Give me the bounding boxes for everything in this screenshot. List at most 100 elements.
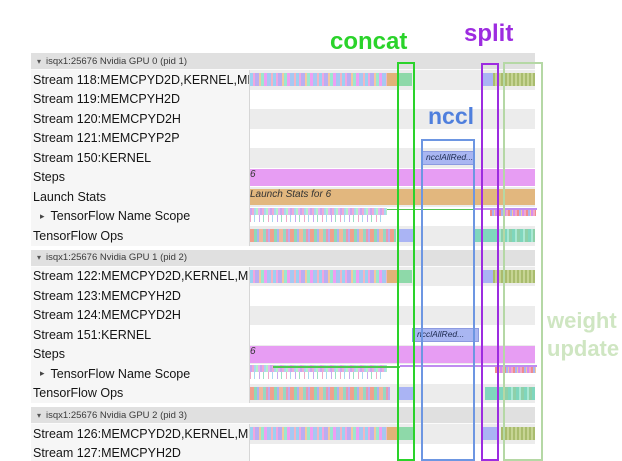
track-tf-name-scope bbox=[250, 364, 537, 384]
process-header-label: isqx1:25676 Nvidia GPU 2 (pid 3) bbox=[46, 409, 188, 421]
row-label-stream-118: Stream 118:MEMCPYD2D,KERNEL,ME bbox=[31, 70, 250, 90]
nccl-annotation-label: nccl bbox=[428, 103, 475, 129]
tf-op-event[interactable] bbox=[398, 386, 413, 400]
name-scope-strip-right[interactable] bbox=[495, 367, 536, 373]
track-stream-122 bbox=[250, 266, 535, 286]
weight-update-annotation-label: weight update bbox=[547, 308, 620, 361]
tf-ops-strip[interactable] bbox=[250, 386, 390, 400]
memcpy-event[interactable] bbox=[387, 427, 398, 440]
nccl-allreduce-event[interactable]: ncclAllRed... bbox=[412, 328, 479, 342]
name-scope-ticks bbox=[250, 372, 385, 379]
table-row: Stream 123:MEMCPYH2D bbox=[31, 286, 535, 306]
flow-line-purple bbox=[474, 207, 537, 210]
tf-op-event[interactable] bbox=[485, 386, 500, 400]
name-scope-strip-right[interactable] bbox=[490, 209, 536, 216]
name-scope-ticks bbox=[250, 214, 385, 222]
table-row: Stream 127:MEMCPYH2D bbox=[31, 443, 535, 461]
row-label-stream-126: Stream 126:MEMCPYD2D,KERNEL,MI bbox=[31, 424, 250, 444]
track-tf-name-scope bbox=[250, 206, 537, 226]
section-gap bbox=[31, 245, 535, 250]
split-event[interactable] bbox=[483, 73, 493, 86]
kernel-activity-strip[interactable] bbox=[250, 269, 387, 283]
table-row: Stream 124:MEMCPYD2H bbox=[31, 305, 535, 325]
row-label-stream-123: Stream 123:MEMCPYH2D bbox=[31, 286, 250, 306]
table-row: Stream 151:KERNEL ncclAllRed... bbox=[31, 325, 535, 345]
track-stream-126 bbox=[250, 424, 535, 444]
kernel-activity-strip[interactable] bbox=[250, 73, 387, 86]
row-label-steps: Steps bbox=[31, 167, 250, 187]
track-stream-120 bbox=[250, 109, 535, 129]
weight-update-strip[interactable] bbox=[501, 427, 535, 440]
section-gap bbox=[31, 403, 535, 407]
flow-line-green bbox=[387, 208, 474, 210]
row-label-stream-124: Stream 124:MEMCPYD2H bbox=[31, 305, 250, 325]
table-row: TensorFlow Ops bbox=[31, 226, 535, 246]
step-bar[interactable]: 6 bbox=[250, 169, 535, 186]
concat-event[interactable] bbox=[398, 427, 413, 440]
concat-highlight-box bbox=[397, 62, 415, 461]
row-label-stream-151: Stream 151:KERNEL bbox=[31, 325, 250, 345]
row-label-tf-name-scope[interactable]: ▸ TensorFlow Name Scope bbox=[31, 206, 250, 226]
process-header-gpu1[interactable]: ▾ isqx1:25676 Nvidia GPU 1 (pid 2) bbox=[31, 249, 535, 267]
process-header-label: isqx1:25676 Nvidia GPU 0 (pid 1) bbox=[46, 55, 188, 67]
table-row: Stream 120:MEMCPYD2H bbox=[31, 109, 535, 129]
collapse-triangle-icon: ▾ bbox=[37, 410, 42, 420]
table-row: ▸ TensorFlow Name Scope bbox=[31, 206, 537, 226]
row-label-launch-stats: Launch Stats bbox=[31, 187, 250, 207]
row-label-tf-name-scope[interactable]: ▸ TensorFlow Name Scope bbox=[31, 364, 250, 384]
table-row: Stream 122:MEMCPYD2D,KERNEL,MI bbox=[31, 266, 535, 286]
table-row: Stream 150:KERNEL ncclAllRed... bbox=[31, 148, 535, 168]
kernel-activity-strip[interactable] bbox=[250, 427, 387, 440]
process-header-gpu0[interactable]: ▾ isqx1:25676 Nvidia GPU 0 (pid 1) bbox=[31, 53, 535, 70]
tf-op-event[interactable] bbox=[397, 229, 415, 242]
step-bar[interactable]: 6 bbox=[250, 346, 535, 363]
name-scope-strip[interactable] bbox=[250, 365, 387, 372]
expand-triangle-icon: ▸ bbox=[40, 210, 45, 221]
row-label-stream-127: Stream 127:MEMCPYH2D bbox=[31, 443, 250, 461]
collapse-triangle-icon: ▾ bbox=[37, 253, 42, 262]
track-stream-121 bbox=[250, 128, 535, 148]
name-scope-strip[interactable] bbox=[250, 207, 387, 215]
track-launch-stats: Launch Stats for 6 bbox=[250, 187, 535, 207]
weight-update-highlight-box bbox=[503, 62, 543, 461]
table-row: Steps 6 bbox=[31, 344, 535, 364]
row-label-stream-122: Stream 122:MEMCPYD2D,KERNEL,MI bbox=[31, 266, 250, 286]
memcpy-event[interactable] bbox=[387, 269, 398, 283]
track-stream-127 bbox=[250, 443, 535, 461]
split-event[interactable] bbox=[483, 269, 493, 283]
table-row: Stream 121:MEMCPYP2P bbox=[31, 128, 535, 148]
split-highlight-box bbox=[481, 63, 499, 461]
concat-event[interactable] bbox=[398, 73, 412, 86]
track-stream-124 bbox=[250, 305, 535, 325]
tf-ops-strip-right[interactable] bbox=[500, 386, 535, 400]
launch-stats-bar[interactable]: Launch Stats for 6 bbox=[250, 189, 535, 205]
row-label-stream-120: Stream 120:MEMCPYD2H bbox=[31, 109, 250, 129]
row-label-steps: Steps bbox=[31, 344, 250, 364]
table-row: Steps 6 bbox=[31, 167, 535, 187]
track-steps: 6 bbox=[250, 167, 535, 187]
track-steps: 6 bbox=[250, 344, 535, 364]
track-stream-123 bbox=[250, 286, 535, 306]
tf-ops-strip[interactable] bbox=[250, 229, 396, 242]
process-header-label: isqx1:25676 Nvidia GPU 1 (pid 2) bbox=[46, 252, 188, 263]
track-stream-151: ncclAllRed... bbox=[250, 325, 535, 345]
split-annotation-label: split bbox=[464, 20, 514, 47]
memcpy-event[interactable] bbox=[387, 73, 398, 86]
track-tf-ops bbox=[250, 226, 535, 246]
split-event[interactable] bbox=[482, 427, 497, 440]
concat-event[interactable] bbox=[398, 269, 412, 283]
table-row: Stream 119:MEMCPYH2D bbox=[31, 89, 535, 109]
concat-annotation-label: concat bbox=[330, 28, 408, 55]
process-header-gpu2[interactable]: ▾ isqx1:25676 Nvidia GPU 2 (pid 3) bbox=[31, 407, 535, 424]
table-row: Stream 118:MEMCPYD2D,KERNEL,ME bbox=[31, 70, 535, 90]
track-stream-119 bbox=[250, 89, 535, 109]
tf-ops-strip-right[interactable] bbox=[496, 229, 535, 242]
row-label-stream-121: Stream 121:MEMCPYP2P bbox=[31, 128, 250, 148]
row-label-tf-ops: TensorFlow Ops bbox=[31, 383, 250, 403]
table-row: TensorFlow Ops bbox=[31, 383, 535, 403]
row-label-stream-119: Stream 119:MEMCPYH2D bbox=[31, 89, 250, 109]
tf-op-event[interactable] bbox=[474, 229, 496, 242]
track-tf-ops bbox=[250, 383, 535, 403]
collapse-triangle-icon: ▾ bbox=[37, 56, 42, 66]
